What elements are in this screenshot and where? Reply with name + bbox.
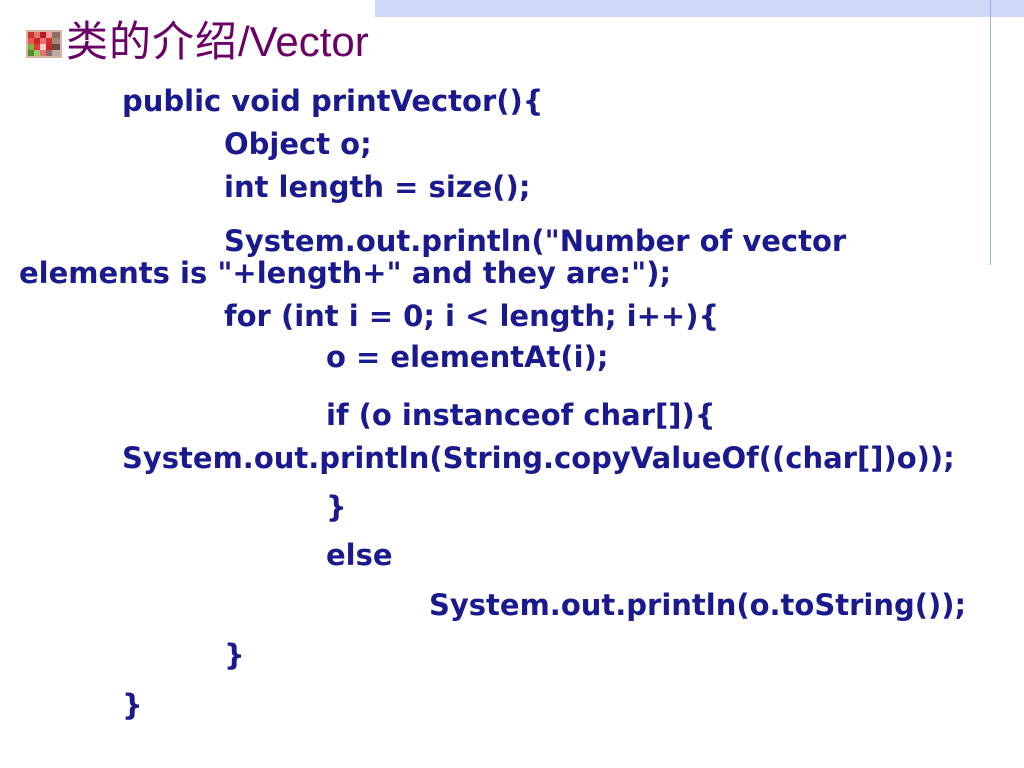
code-line: } bbox=[326, 490, 347, 524]
code-line: public void printVector(){ bbox=[122, 84, 544, 118]
code-line: System.out.println("Number of vector bbox=[224, 224, 847, 258]
code-line: } bbox=[224, 638, 245, 672]
code-line: Object o; bbox=[224, 127, 372, 161]
top-decorative-band bbox=[375, 0, 1024, 17]
code-line: } bbox=[122, 688, 143, 722]
code-line: for (int i = 0; i < length; i++){ bbox=[224, 299, 720, 333]
code-line: if (o instanceof char[]){ bbox=[326, 398, 716, 432]
side-decorative-line bbox=[990, 0, 991, 265]
mosaic-flower-icon bbox=[26, 30, 62, 58]
code-line: System.out.println(o.toString()); bbox=[429, 588, 967, 622]
code-line: int length = size(); bbox=[224, 170, 531, 204]
code-line: o = elementAt(i); bbox=[326, 340, 609, 374]
code-line: elements is "+length+" and they are:"); bbox=[19, 256, 672, 290]
code-line: else bbox=[326, 538, 393, 572]
slide-title: 类的介绍/Vector bbox=[66, 14, 369, 70]
slide-title-chinese: 类的介绍 bbox=[66, 17, 239, 66]
code-line: System.out.println(String.copyValueOf((c… bbox=[122, 441, 955, 475]
slide-title-english: /Vector bbox=[238, 18, 369, 65]
